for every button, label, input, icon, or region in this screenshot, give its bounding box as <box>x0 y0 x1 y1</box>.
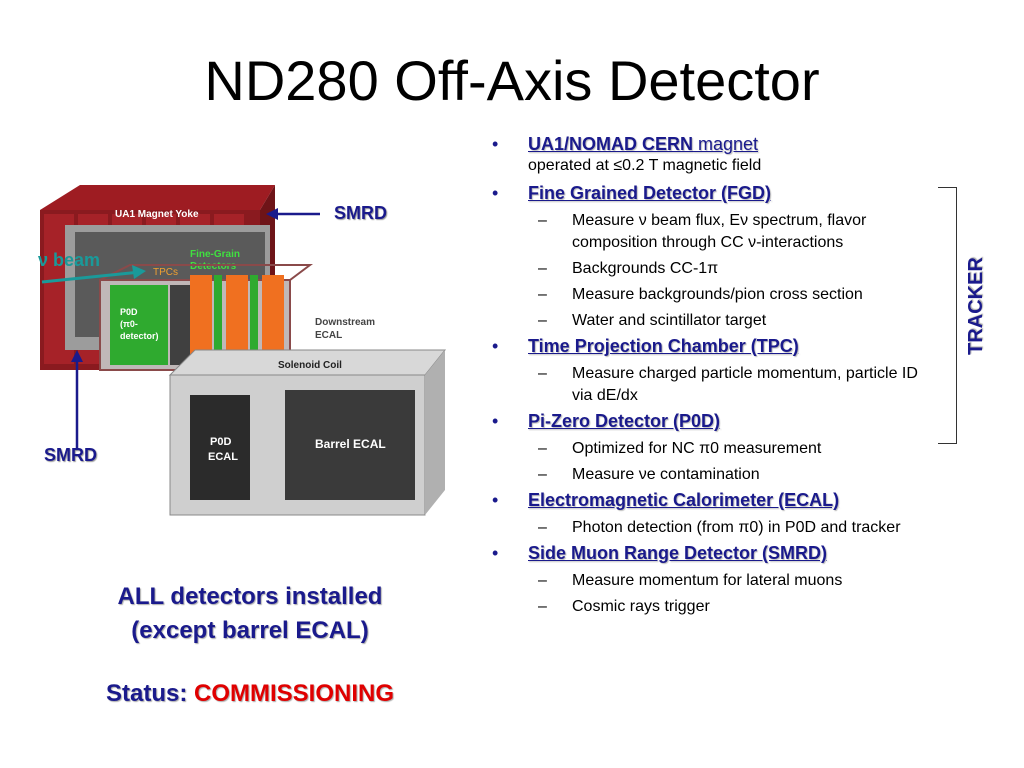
sub-item: –Optimized for NC π0 measurement <box>538 440 822 457</box>
bullet-fgd: • Fine Grained Detector (FGD) <box>490 183 940 204</box>
smrd-left-label: SMRD <box>44 445 97 465</box>
bullet-p0d: • Pi-Zero Detector (P0D) <box>490 411 940 432</box>
bullet-dot: • <box>492 490 499 510</box>
bullet-smrd: • Side Muon Range Detector (SMRD) <box>490 543 940 564</box>
yoke-label: UA1 Magnet Yoke <box>115 209 199 220</box>
sub-item: –Water and scintillator target <box>538 312 767 329</box>
bullet-tpc: • Time Projection Chamber (TPC) <box>490 336 940 357</box>
fgd-label: Fine-Grain <box>190 249 240 260</box>
svg-text:ECAL: ECAL <box>315 330 342 341</box>
bullet-head: Pi-Zero Detector (P0D) <box>528 411 721 431</box>
p0d-ecal-block <box>190 395 250 500</box>
sub-item: –Measure backgrounds/pion cross section <box>538 286 863 303</box>
svg-text:ECAL: ECAL <box>208 451 238 463</box>
status-label: Status: <box>105 680 194 707</box>
caption-line1: ALL detectors installed <box>117 583 383 610</box>
bullet-head: Electromagnetic Calorimeter (ECAL) <box>528 490 840 510</box>
bullet-dot: • <box>492 543 499 563</box>
p0d-block <box>110 285 168 365</box>
bullet-head: Time Projection Chamber (TPC) <box>528 336 799 356</box>
sub-item: –Measure charged particle momentum, part… <box>538 365 918 404</box>
bullet-dot: • <box>492 183 499 203</box>
bullet-head: Fine Grained Detector (FGD) <box>528 183 772 203</box>
svg-text:P0D: P0D <box>210 436 231 448</box>
slide-title: ND280 Off-Axis Detector <box>204 49 820 112</box>
bullet-dot: • <box>492 134 499 154</box>
bullet-magnet: • UA1/NOMAD CERN magnet operated at ≤0.2… <box>490 134 940 177</box>
svg-text:detector): detector) <box>120 331 159 341</box>
sub-item: –Backgrounds CC-1π <box>538 260 719 277</box>
svg-text:(π0-: (π0- <box>120 319 138 329</box>
sub-item: –Cosmic rays trigger <box>538 598 710 615</box>
bullet-list: • UA1/NOMAD CERN magnet operated at ≤0.2… <box>490 134 940 622</box>
tracker-label: TRACKER <box>965 257 987 355</box>
svg-text:Detectors: Detectors <box>190 261 237 272</box>
detector-diagram: UA1 Magnet Yoke TPCs Fine-Grain Detector… <box>40 185 447 516</box>
sub-item: –Measure momentum for lateral muons <box>538 572 843 589</box>
sub-item: –Measure ν beam flux, Eν spectrum, flavo… <box>538 212 867 251</box>
tpc-label: TPCs <box>153 267 178 278</box>
bullet-head: Side Muon Range Detector (SMRD) <box>528 543 828 563</box>
tracker-bracket <box>938 187 957 444</box>
bullet-note: operated at ≤0.2 T magnetic field <box>528 157 762 174</box>
svg-text:P0D: P0D <box>120 307 138 317</box>
beam-arrow <box>41 270 141 284</box>
bullet-head: UA1/NOMAD CERN magnet <box>528 134 759 154</box>
bullet-dot: • <box>492 411 499 431</box>
bullet-ecal: • Electromagnetic Calorimeter (ECAL) <box>490 490 940 511</box>
sub-item: –Measure νe contamination <box>538 466 760 483</box>
downstream-ecal-label: Downstream <box>315 317 375 328</box>
barrel-ecal-block <box>285 390 415 500</box>
caption-line2: (except barrel ECAL) <box>131 617 369 644</box>
bullet-dot: • <box>492 336 499 356</box>
solenoid-label: Solenoid Coil <box>278 360 342 371</box>
barrel-ecal-label: Barrel ECAL <box>315 437 386 451</box>
status-value: COMMISSIONING <box>194 680 395 707</box>
status-line: Status: COMMISSIONING <box>60 680 440 708</box>
smrd-top-label: SMRD <box>334 203 387 223</box>
sub-item: –Photon detection (from π0) in P0D and t… <box>538 519 901 536</box>
beam-label: ν beam <box>38 250 101 270</box>
